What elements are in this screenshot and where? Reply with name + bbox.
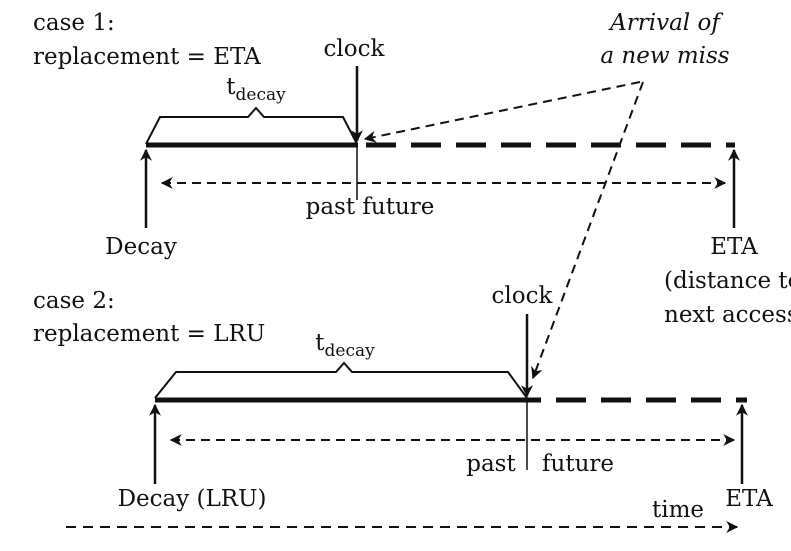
case1-past-future: past future xyxy=(306,194,435,220)
case2-title: case 2: xyxy=(33,288,115,314)
time-axis-label: time xyxy=(652,497,704,523)
case1-eta-note2: next access) xyxy=(664,302,791,328)
case2-subtitle: replacement = LRU xyxy=(33,321,265,347)
miss-arrow-case1 xyxy=(363,81,641,143)
case1-eta-label: ETA xyxy=(710,234,758,260)
case1-subtitle: replacement = ETA xyxy=(33,44,261,70)
case2-clock-label: clock xyxy=(492,283,554,309)
annotation-line2: a new miss xyxy=(600,43,729,69)
case1-clock-label: clock xyxy=(324,36,386,62)
case2-eta-label: ETA xyxy=(725,486,773,512)
annotation-line1: Arrival of xyxy=(608,10,723,36)
case2-future-label: future xyxy=(542,451,614,477)
case2-past-label: past xyxy=(466,451,516,477)
case2-decay-label: Decay (LRU) xyxy=(118,486,267,512)
case1-title: case 1: xyxy=(33,10,115,36)
case1-tdecay-label: tdecay xyxy=(226,74,286,105)
case1-decay-label: Decay xyxy=(105,234,177,260)
case1-eta-note1: (distance to xyxy=(664,268,791,294)
case2-tdecay-label: tdecay xyxy=(315,330,375,361)
miss-arrow-case2 xyxy=(531,81,644,380)
case2-tdecay-brace xyxy=(154,361,528,399)
case1-tdecay-brace xyxy=(145,106,358,145)
